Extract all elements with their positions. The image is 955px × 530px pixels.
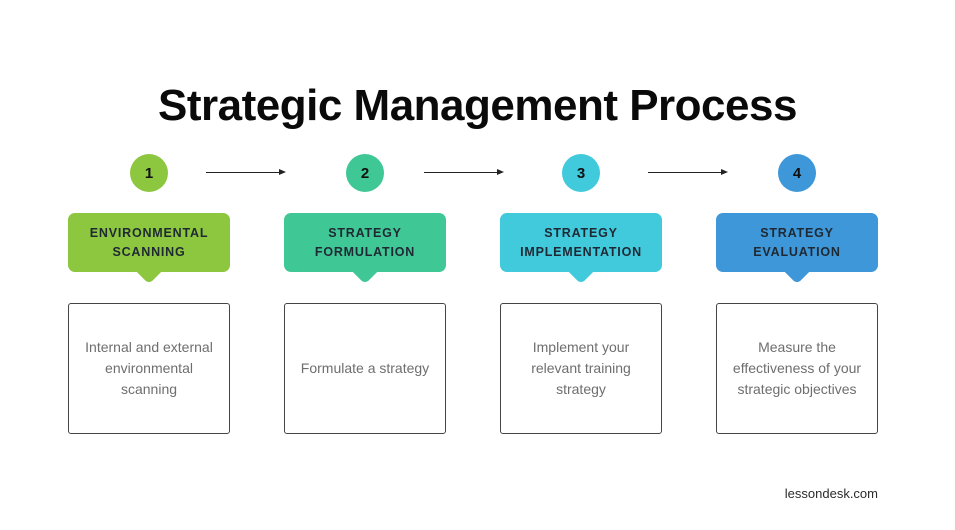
arrow-line (648, 171, 721, 173)
step-2-description-box: Formulate a strategy (284, 303, 446, 434)
arrow-right-icon (206, 166, 286, 178)
step-column-2: 2 STRATEGY FORMULATION Formulate a strat… (284, 154, 446, 440)
step-4-number: 4 (792, 164, 802, 182)
step-3-title: STRATEGY IMPLEMENTATION (520, 226, 642, 259)
arrow-head (721, 169, 728, 175)
arrow-head (497, 169, 504, 175)
step-1-title: ENVIRONMENTAL SCANNING (89, 226, 209, 259)
step-3-description-box: Implement your relevant training strateg… (500, 303, 662, 434)
step-3-description: Implement your relevant training strateg… (531, 339, 631, 397)
step-2-number-badge: 2 (346, 154, 384, 192)
step-4-description-box: Measure the effectiveness of your strate… (716, 303, 878, 434)
step-3-number-badge: 3 (562, 154, 600, 192)
step-2-title: STRATEGY FORMULATION (314, 226, 416, 259)
step-1-header-bubble: ENVIRONMENTAL SCANNING (68, 213, 230, 285)
step-2-number: 2 (360, 164, 370, 182)
step-1-number-badge: 1 (130, 154, 168, 192)
step-2-header-bubble: STRATEGY FORMULATION (284, 213, 446, 285)
step-4-header-bubble: STRATEGY EVALUATION (716, 213, 878, 285)
footer-watermark: lessondesk.com (784, 486, 878, 501)
step-4-number-badge: 4 (778, 154, 816, 192)
arrow-right-icon (424, 166, 504, 178)
arrow-head (279, 169, 286, 175)
step-column-4: 4 STRATEGY EVALUATION Measure the effect… (716, 154, 878, 440)
step-1-description: Internal and external environmental scan… (85, 339, 213, 397)
step-1-number: 1 (144, 164, 154, 182)
page-title: Strategic Management Process (158, 81, 797, 131)
step-column-1: 1 ENVIRONMENTAL SCANNING Internal and ex… (68, 154, 230, 440)
step-3-header-bubble: STRATEGY IMPLEMENTATION (500, 213, 662, 285)
step-column-3: 3 STRATEGY IMPLEMENTATION Implement your… (500, 154, 662, 440)
arrow-line (424, 171, 497, 173)
step-3-number: 3 (576, 164, 586, 182)
arrow-right-icon (648, 166, 728, 178)
step-4-title: STRATEGY EVALUATION (753, 226, 841, 259)
step-1-description-box: Internal and external environmental scan… (68, 303, 230, 434)
step-2-description: Formulate a strategy (300, 360, 430, 376)
arrow-line (206, 171, 279, 173)
step-4-description: Measure the effectiveness of your strate… (732, 339, 862, 397)
